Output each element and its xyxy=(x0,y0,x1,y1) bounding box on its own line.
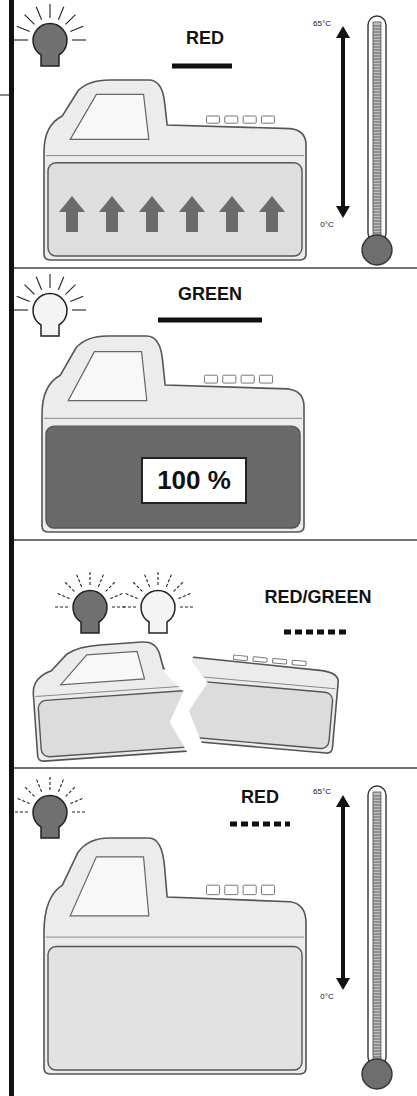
temperature-range-arrow xyxy=(336,26,350,218)
panel-separator xyxy=(14,267,417,269)
led-color-label: RED xyxy=(186,28,224,49)
battery-pack xyxy=(44,838,306,1074)
panel-separator xyxy=(14,539,417,541)
status-panel: RED/GREEN xyxy=(14,540,417,768)
flashing-indicator xyxy=(230,822,290,827)
status-panel: GREEN 100 % xyxy=(14,268,417,540)
temperature-label: 65°C xyxy=(313,787,331,796)
led-icon xyxy=(14,274,86,336)
charge-percentage: 100 % xyxy=(157,465,231,496)
steady-indicator xyxy=(158,318,262,323)
led-icon xyxy=(122,571,194,633)
led-icon xyxy=(14,776,86,838)
steady-indicator xyxy=(172,64,232,69)
broken-battery-right xyxy=(53,618,342,754)
battery-pack xyxy=(44,80,306,260)
flashing-indicator xyxy=(284,630,350,635)
led-color-label: RED/GREEN xyxy=(264,587,371,608)
temperature-label: 65°C xyxy=(313,19,331,28)
panel-separator xyxy=(14,767,417,769)
temperature-range-arrow xyxy=(336,795,350,990)
thermometer xyxy=(362,16,392,265)
led-icon xyxy=(14,4,86,66)
led-color-label: GREEN xyxy=(178,284,242,305)
tick-line xyxy=(0,95,9,96)
status-panel: RED xyxy=(14,0,417,268)
temperature-label: 0°C xyxy=(320,220,333,229)
temperature-label: 0°C xyxy=(320,992,333,1001)
thermometer xyxy=(362,786,392,1089)
side-bar xyxy=(9,0,14,1096)
battery-pack xyxy=(42,336,304,532)
status-panel: RED xyxy=(14,768,417,1096)
led-color-label: RED xyxy=(241,787,279,808)
led-icon xyxy=(54,571,126,633)
charge-level-box: 100 % xyxy=(141,457,247,504)
